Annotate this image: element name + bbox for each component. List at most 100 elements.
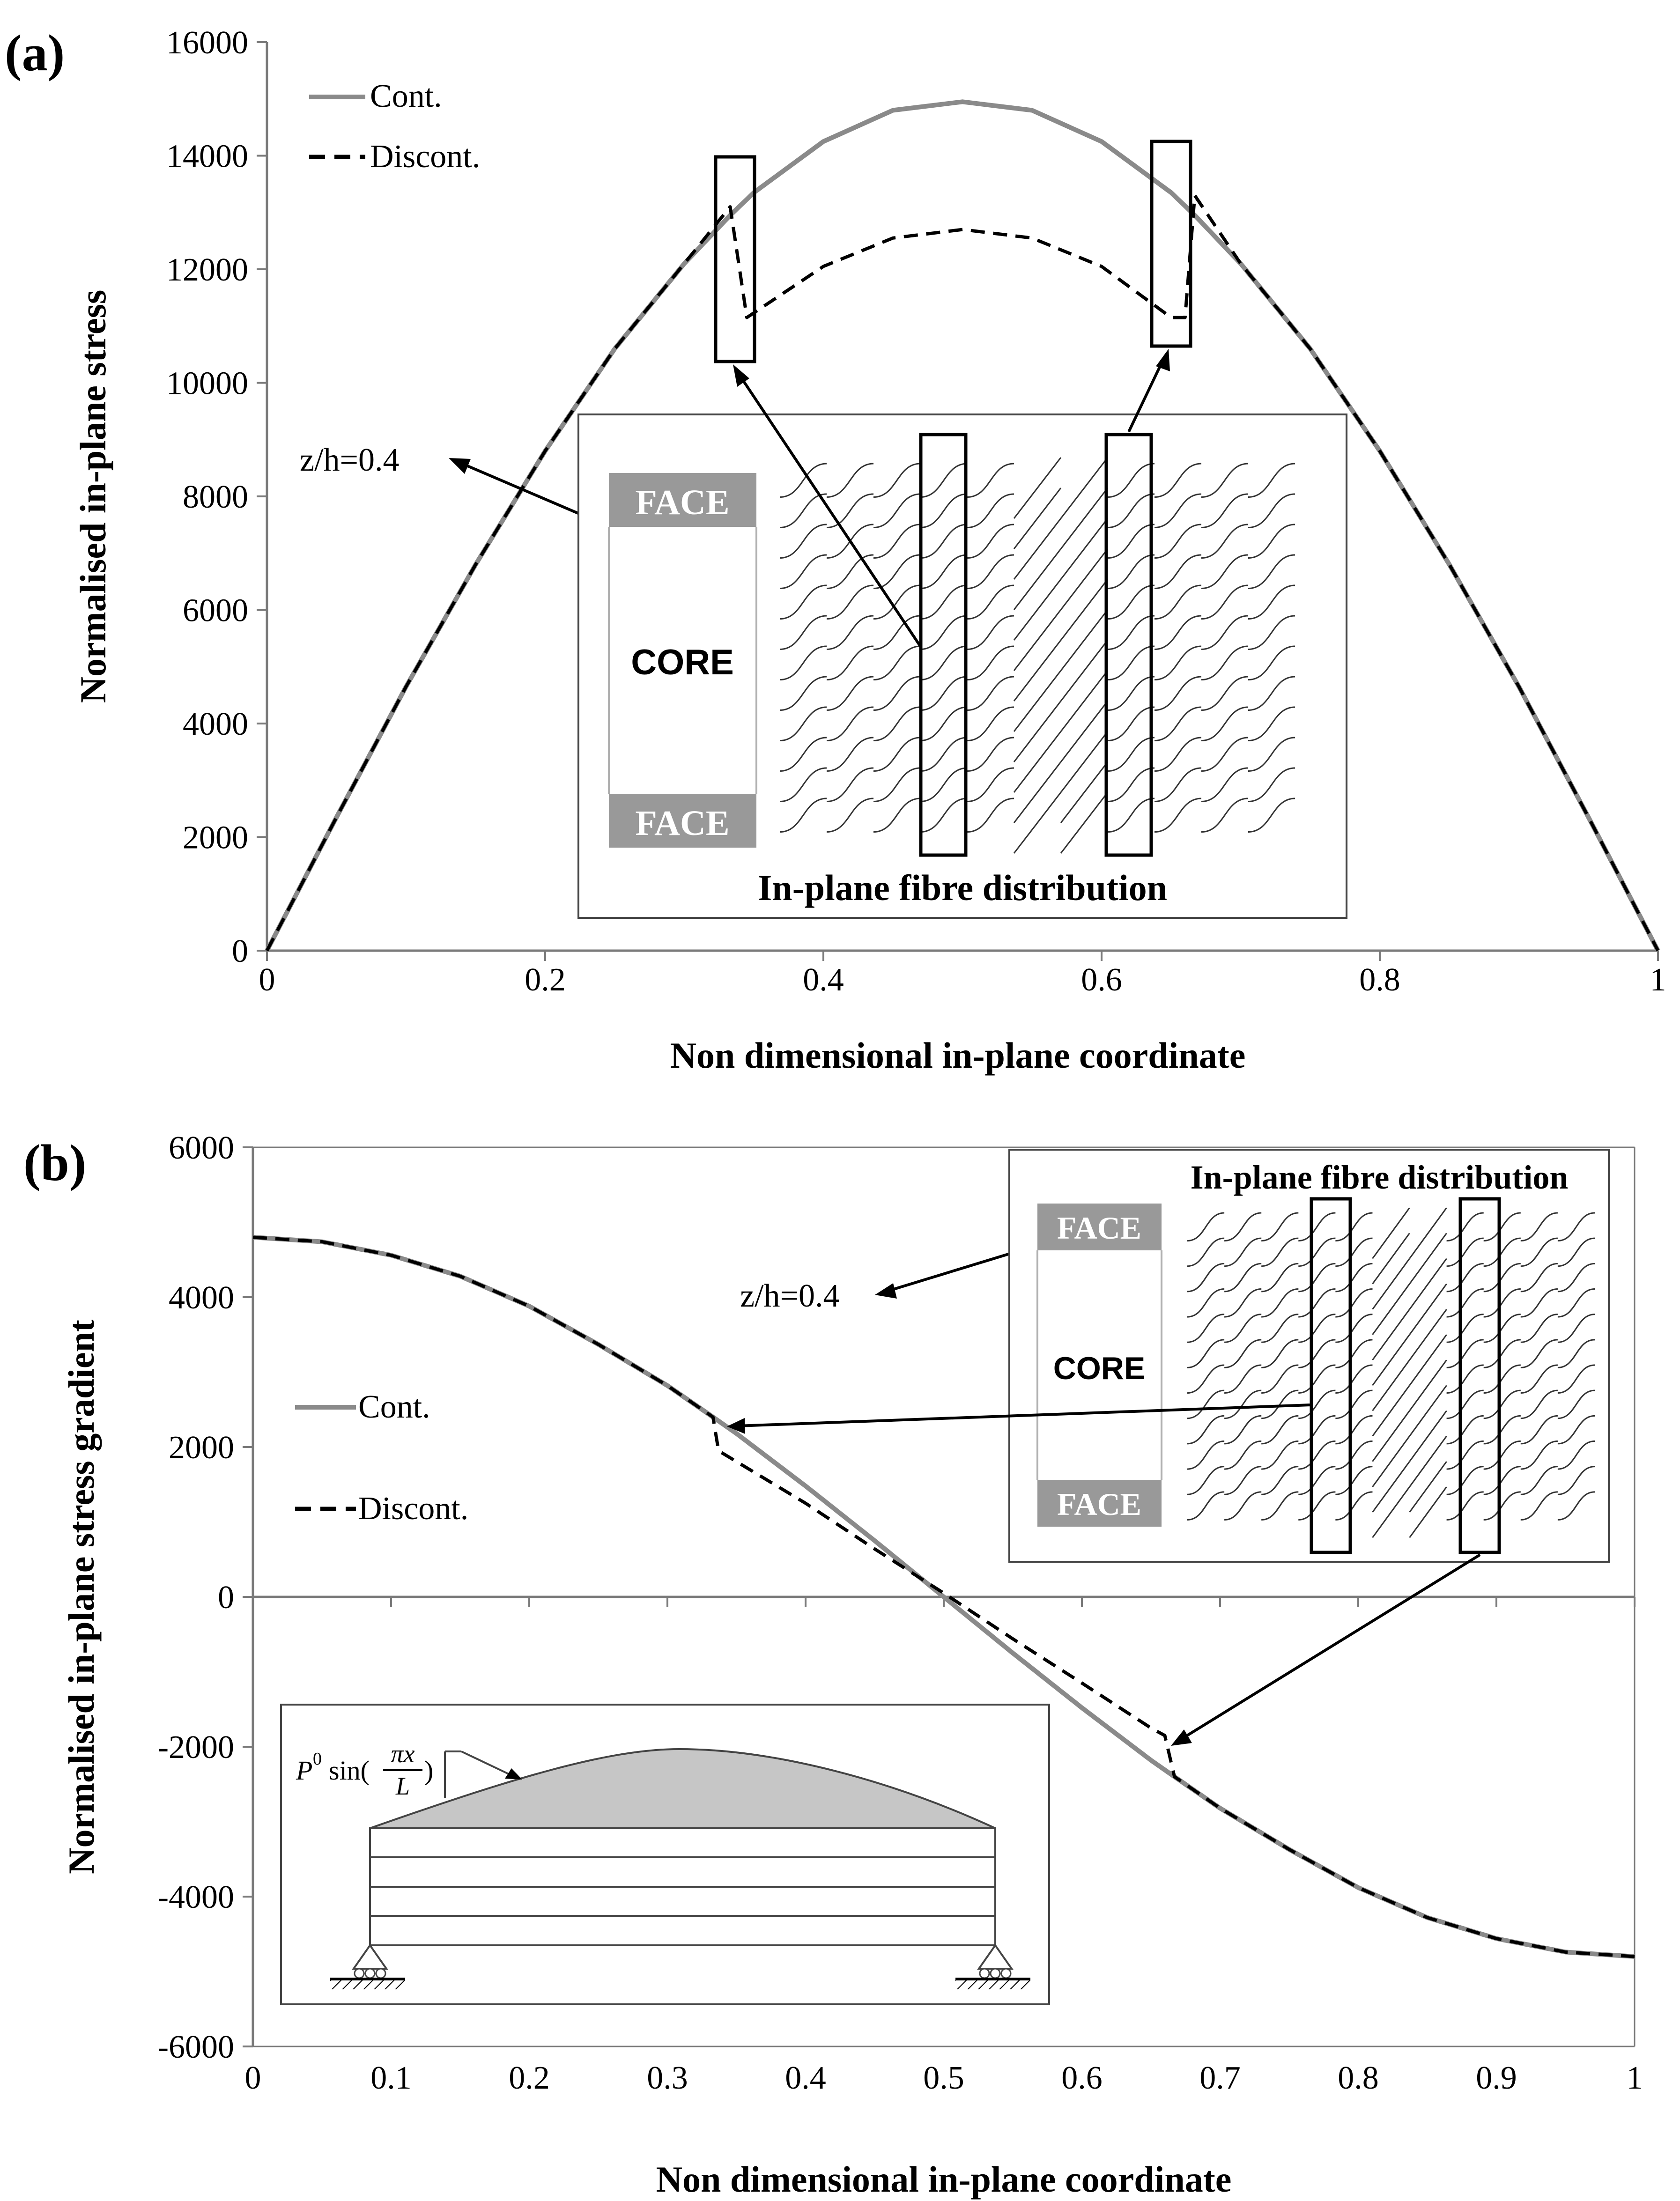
fibre-line xyxy=(1298,1389,1336,1419)
fibre-line xyxy=(1248,645,1295,680)
fibre-line xyxy=(1483,1466,1521,1495)
fibre-line xyxy=(1013,487,1062,549)
fibre-line xyxy=(1372,1359,1410,1411)
fibre-line xyxy=(1187,1288,1225,1318)
panel-b-series-discont-line xyxy=(252,1235,1635,1958)
fibre-line xyxy=(920,493,968,528)
fibre-line xyxy=(920,676,968,711)
fibre-line xyxy=(967,676,1014,711)
fibre-line xyxy=(920,645,968,680)
fibre-line xyxy=(1520,1314,1558,1343)
fibre-line xyxy=(920,615,968,650)
panel-b-legend: Cont. Discont. xyxy=(295,1389,468,1527)
fibre-line xyxy=(1060,731,1109,793)
fibre-line xyxy=(1060,792,1109,854)
fibre-line xyxy=(1372,1461,1410,1513)
fibre-line xyxy=(1224,1212,1262,1242)
panel-a-x-tick-label: 1 xyxy=(1650,962,1666,998)
fibre-line xyxy=(1261,1389,1299,1419)
fibre-line xyxy=(1224,1364,1262,1394)
fibre-line xyxy=(826,584,874,620)
fibre-line xyxy=(967,645,1014,680)
fibre-line xyxy=(779,554,827,589)
panel-b-load-denominator: L xyxy=(395,1772,410,1800)
fibre-line xyxy=(1335,1314,1373,1343)
fibre-line xyxy=(1483,1440,1521,1470)
fibre-line xyxy=(1483,1389,1521,1419)
fibre-line xyxy=(1224,1389,1262,1419)
fibre-line xyxy=(1446,1415,1484,1445)
fibre-line xyxy=(1248,737,1295,772)
fibre-line xyxy=(1483,1339,1521,1368)
fibre-line xyxy=(1187,1263,1225,1293)
fibre-line xyxy=(1409,1359,1447,1411)
fibre-line xyxy=(1409,1258,1447,1310)
panel-b-load-superscript: 0 xyxy=(313,1749,322,1769)
fibre-line xyxy=(826,554,874,589)
fibre-line xyxy=(779,463,827,498)
panel-a-discontinuity-box-right xyxy=(1150,140,1192,348)
panel-a-y-axis-label: Normalised in-plane stress xyxy=(73,290,113,703)
panel-b-x-tick-label: 0.2 xyxy=(509,2060,550,2096)
fibre-line xyxy=(1013,701,1062,762)
panel-b-face-top-label: FACE xyxy=(1057,1210,1141,1246)
fibre-line xyxy=(826,645,874,680)
fibre-line xyxy=(1409,1385,1447,1437)
fibre-line xyxy=(1187,1466,1225,1495)
fibre-line xyxy=(1520,1339,1558,1368)
fibre-line xyxy=(1060,761,1109,823)
fibre-line xyxy=(1060,701,1109,762)
fibre-line xyxy=(1248,767,1295,802)
panel-b-beam-inset: P 0 sin( πx L ) xyxy=(280,1704,1050,2005)
fibre-line xyxy=(1154,493,1202,528)
fibre-line xyxy=(1261,1440,1299,1470)
panel-b-load-leader-arrowhead xyxy=(505,1768,522,1780)
fibre-line xyxy=(1060,609,1109,671)
fibre-line xyxy=(1335,1237,1373,1267)
fibre-line xyxy=(1483,1314,1521,1343)
fibre-line xyxy=(1446,1288,1484,1318)
panel-b-sinusoidal-load xyxy=(370,1748,996,1829)
panel-a-core-label: CORE xyxy=(631,643,734,682)
panel-b-y-tick-label: -4000 xyxy=(158,1879,234,1915)
fibre-line xyxy=(1224,1314,1262,1343)
fibre-line xyxy=(1409,1207,1447,1259)
panel-a-x-tick-label: 0.8 xyxy=(1359,962,1400,998)
fibre-line xyxy=(1154,706,1202,741)
fibre-line xyxy=(1187,1440,1225,1470)
panel-b-z-label: z/h=0.4 xyxy=(740,1278,840,1314)
fibre-line xyxy=(1335,1339,1373,1368)
panel-b-series-cont-line xyxy=(252,1235,1635,1959)
fibre-line xyxy=(1372,1207,1410,1259)
panel-b-y-tick-label: 2000 xyxy=(169,1430,234,1466)
fibre-line xyxy=(1060,457,1109,519)
fibre-line xyxy=(1520,1288,1558,1318)
fibre-line xyxy=(1557,1389,1595,1419)
panel-a-arrow-left xyxy=(736,371,922,647)
fibre-line xyxy=(1298,1339,1336,1368)
panel-b-face-top xyxy=(1037,1204,1162,1250)
fibre-line xyxy=(1557,1263,1595,1293)
fibre-line xyxy=(1060,579,1109,641)
fibre-line xyxy=(1224,1339,1262,1368)
fibre-line xyxy=(1520,1466,1558,1495)
fibre-line xyxy=(1409,1461,1447,1513)
fibre-line xyxy=(1372,1334,1410,1386)
fibre-line xyxy=(1107,706,1155,741)
fibre-line xyxy=(1409,1410,1447,1462)
fibre-line xyxy=(1154,676,1202,711)
fibre-line xyxy=(1248,524,1295,559)
fibre-line xyxy=(1483,1212,1521,1242)
panel-a-y-tick-label: 8000 xyxy=(183,479,248,515)
panel-b-y-tick-label: 4000 xyxy=(169,1280,234,1316)
fibre-line xyxy=(1557,1288,1595,1318)
fibre-line xyxy=(826,463,874,498)
panel-b-arrowhead-right xyxy=(1171,1729,1192,1746)
panel-a: (a) 020004000600080001000012000140001600… xyxy=(5,24,1666,1076)
fibre-line xyxy=(1060,518,1109,580)
fibre-line xyxy=(1013,731,1062,793)
panel-a-fibre-pattern xyxy=(779,457,1295,854)
fibre-line xyxy=(1298,1263,1336,1293)
panel-b-load-function: sin( xyxy=(329,1755,370,1786)
